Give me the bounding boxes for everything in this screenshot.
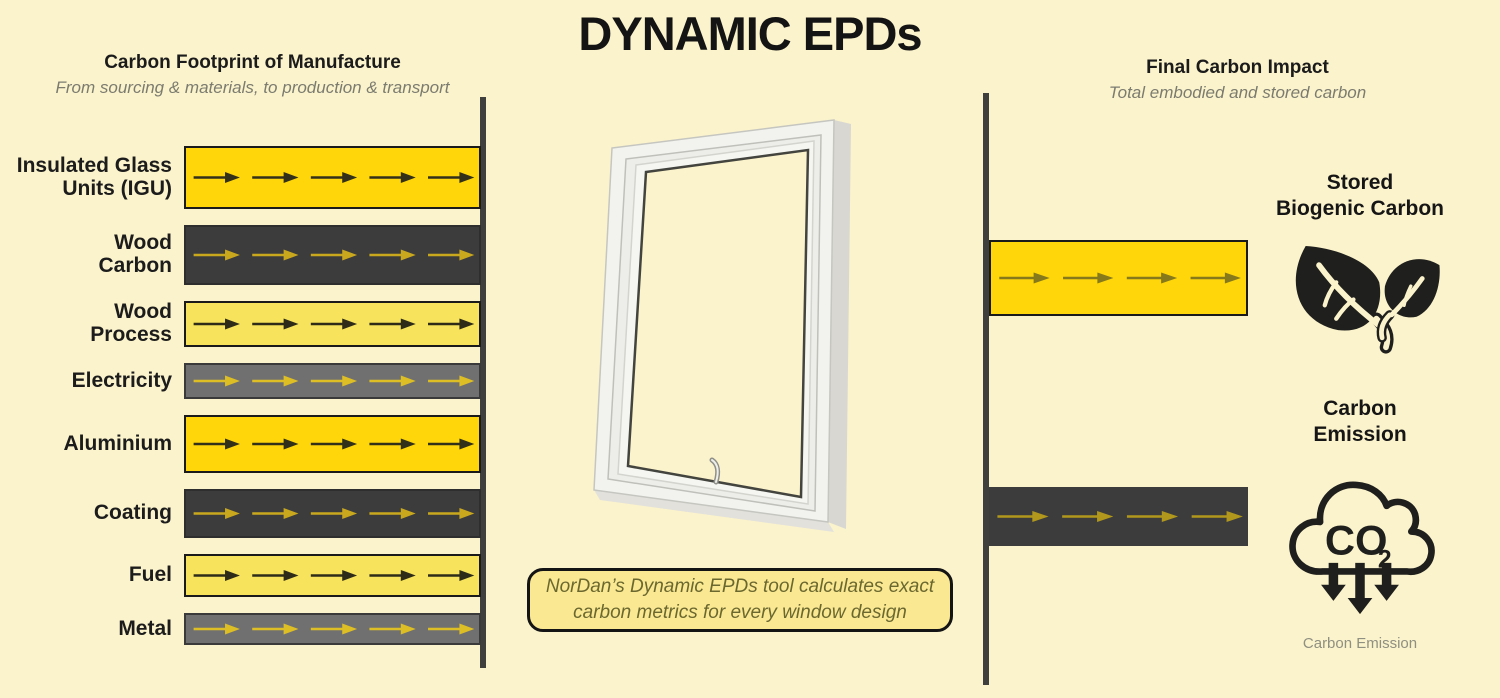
manufacture-subheading: From sourcing & materials, to production… — [55, 77, 450, 97]
carbon-flow-bar — [184, 225, 481, 285]
flow-arrows — [193, 172, 475, 183]
left-axis-line — [480, 97, 486, 668]
manufacture-row: Coating — [0, 489, 481, 538]
stored-carbon-bar — [989, 240, 1248, 316]
impact-subheading: Total embodied and stored carbon — [1108, 82, 1367, 102]
row-label: Metal — [118, 616, 172, 640]
manufacture-row: Fuel — [0, 554, 481, 597]
impact-section-header: Final Carbon Impact Total embodied and s… — [1010, 57, 1465, 103]
row-label: Wood Carbon — [98, 231, 173, 277]
flow-arrows — [193, 570, 475, 581]
carbon-emission-label: Carbon Emission — [1313, 397, 1407, 447]
flow-arrows — [193, 375, 475, 387]
window-illustration — [593, 119, 851, 532]
manufacture-row: Wood Carbon — [0, 225, 481, 285]
carbon-emission-bar — [989, 487, 1248, 546]
row-label: Fuel — [128, 563, 172, 587]
carbon-flow-bar — [184, 415, 481, 473]
manufacture-heading: Carbon Footprint of Manufacture — [104, 52, 401, 73]
carbon-flow-bar — [184, 554, 481, 597]
flow-arrows — [997, 511, 1243, 522]
flow-arrows — [193, 249, 475, 261]
row-label: Aluminium — [63, 431, 173, 455]
page-title: DYNAMIC EPDs — [578, 7, 922, 60]
stored-biogenic-carbon-label: Stored Biogenic Carbon — [1275, 171, 1444, 221]
manufacture-row: Wood Process — [0, 300, 481, 347]
leaf-icon — [1295, 246, 1440, 354]
flow-arrows — [193, 623, 475, 635]
flow-arrows — [193, 438, 475, 450]
row-label: Coating — [93, 501, 172, 525]
flow-arrows — [193, 318, 475, 330]
co2-text: CO — [1325, 516, 1388, 563]
row-label: Insulated Glass Units (IGU) — [16, 153, 172, 200]
carbon-emission-icon-block: CO 2 Carbon Emission — [1284, 452, 1436, 652]
co2-cloud-icon: CO 2 — [1289, 481, 1435, 615]
note-box: NorDan’s Dynamic EPDs tool calculates ex… — [527, 568, 953, 632]
flow-arrows — [999, 272, 1241, 284]
manufacture-row: Electricity — [0, 363, 481, 399]
carbon-flow-bar — [184, 301, 481, 347]
row-label: Wood Process — [90, 300, 172, 346]
carbon-flow-bar — [184, 146, 481, 209]
row-label: Electricity — [71, 368, 172, 392]
manufacture-section-header: Carbon Footprint of Manufacture From sou… — [30, 52, 475, 98]
carbon-flow-bar — [184, 613, 481, 645]
manufacture-row: Aluminium — [0, 415, 481, 473]
carbon-emission-caption: Carbon Emission — [1302, 635, 1418, 652]
flow-arrows — [193, 508, 475, 519]
carbon-flow-bar — [184, 489, 481, 538]
right-axis-line — [983, 93, 989, 685]
manufacture-row: Insulated Glass Units (IGU) — [0, 146, 481, 209]
impact-heading: Final Carbon Impact — [1146, 57, 1329, 78]
note-text: NorDan’s Dynamic EPDs tool calculates ex… — [545, 576, 935, 623]
manufacture-row: Metal — [0, 613, 481, 645]
carbon-flow-bar — [184, 363, 481, 399]
